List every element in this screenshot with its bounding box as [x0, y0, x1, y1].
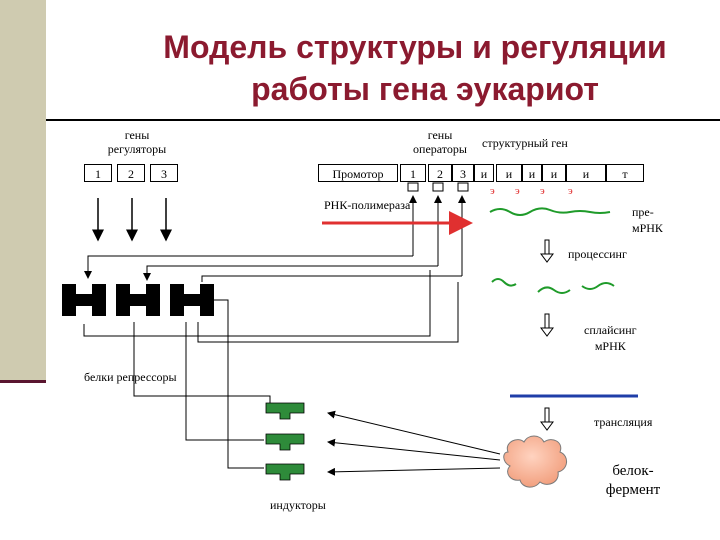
processed-fragments: [491, 278, 615, 294]
title-line-1: Модель структуры и регуляции: [163, 29, 667, 65]
inducer-lines: [133, 299, 271, 469]
structural-gene-label: структурный ген: [482, 136, 568, 150]
exon-mark-4: э: [568, 185, 573, 197]
repressor-proteins-label: белки репрессоры: [84, 370, 177, 384]
repressor-protein-3: [170, 284, 214, 316]
repressor-protein-2: [116, 284, 160, 316]
operator-cell-2: 2: [428, 164, 452, 182]
exon-mark-1: э: [490, 185, 495, 197]
regulator-cell-2: 2: [117, 164, 145, 182]
enzyme-to-inducer-arrows: [327, 410, 501, 476]
structural-cell-4: и: [542, 164, 566, 182]
exon-mark-2: э: [515, 185, 520, 197]
structural-cell-3: и: [522, 164, 542, 182]
inducer-3: [265, 463, 305, 481]
structural-cell-2: и: [496, 164, 522, 182]
pre-mrna-label: пре- мРНК: [632, 205, 663, 235]
translation-label: трансляция: [594, 415, 653, 429]
splicing-label: сплайсинг мРНК: [584, 323, 637, 353]
splicing-arrow: [540, 313, 554, 337]
inducers-label: индукторы: [270, 498, 326, 512]
operator-box-2: [432, 182, 444, 192]
structural-cell-1: и: [474, 164, 494, 182]
operator-cell-1: 1: [400, 164, 426, 182]
pre-mrna-strand: [489, 207, 611, 216]
structural-cell-5: и: [566, 164, 606, 182]
slide-sidebar: [0, 0, 46, 380]
processing-label: процессинг: [568, 247, 627, 261]
rna-polymerase-label: РНК-полимераза: [324, 198, 411, 212]
regulator-cell-3: 3: [150, 164, 178, 182]
operator-box-3: [457, 182, 469, 192]
slide-title: Модель структуры и регуляции работы гена…: [110, 26, 720, 110]
regulator-cell-1: 1: [84, 164, 112, 182]
repressor-protein-1: [62, 284, 106, 316]
protein-enzyme-blob: [503, 435, 567, 488]
translation-arrow: [540, 407, 554, 431]
regulator-genes-label: гены регуляторы: [107, 128, 167, 156]
inducer-2: [265, 433, 305, 451]
structural-cell-6: т: [606, 164, 644, 182]
repressor-binding-lines: [83, 195, 466, 343]
protein-enzyme-label: белок- фермент: [605, 463, 661, 498]
title-underline: [46, 119, 720, 121]
exon-mark-3: э: [540, 185, 545, 197]
title-line-2: работы гена эукариот: [251, 71, 599, 107]
operator-cell-3: 3: [452, 164, 474, 182]
operator-box-1: [407, 182, 419, 192]
processing-arrow: [540, 239, 554, 263]
inducer-1: [265, 402, 305, 420]
promoter-cell: Промотор: [318, 164, 398, 182]
sidebar-rule: [0, 380, 46, 383]
operator-genes-label: гены операторы: [413, 128, 467, 156]
